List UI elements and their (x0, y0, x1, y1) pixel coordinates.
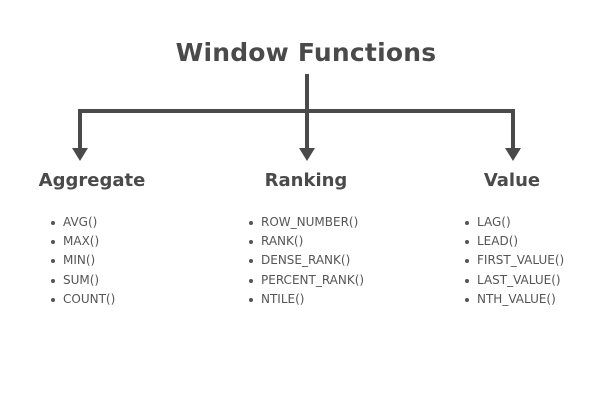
list-item: LEAD() (463, 232, 564, 251)
list-item: RANK() (247, 232, 364, 251)
list-item: LAG() (463, 213, 564, 232)
list-item: LAST_VALUE() (463, 271, 564, 290)
list-item: AVG() (49, 213, 115, 232)
arrowhead-ranking-icon (299, 148, 315, 161)
list-item: MAX() (49, 232, 115, 251)
list-item: NTILE() (247, 290, 364, 309)
list-item: SUM() (49, 271, 115, 290)
list-item: COUNT() (49, 290, 115, 309)
category-value: Value (483, 170, 541, 191)
list-item: PERCENT_RANK() (247, 271, 364, 290)
list-item: FIRST_VALUE() (463, 251, 564, 270)
arrowhead-aggregate-icon (72, 148, 88, 161)
aggregate-function-list: AVG() MAX() MIN() SUM() COUNT() (49, 213, 115, 309)
value-function-list: LAG() LEAD() FIRST_VALUE() LAST_VALUE() … (463, 213, 564, 309)
category-aggregate: Aggregate (38, 170, 146, 191)
ranking-function-list: ROW_NUMBER() RANK() DENSE_RANK() PERCENT… (247, 213, 364, 309)
list-item: NTH_VALUE() (463, 290, 564, 309)
list-item: MIN() (49, 251, 115, 270)
list-item: DENSE_RANK() (247, 251, 364, 270)
arrowhead-value-icon (505, 148, 521, 161)
diagram-title: Window Functions (175, 38, 437, 67)
category-ranking: Ranking (264, 170, 348, 191)
list-item: ROW_NUMBER() (247, 213, 364, 232)
